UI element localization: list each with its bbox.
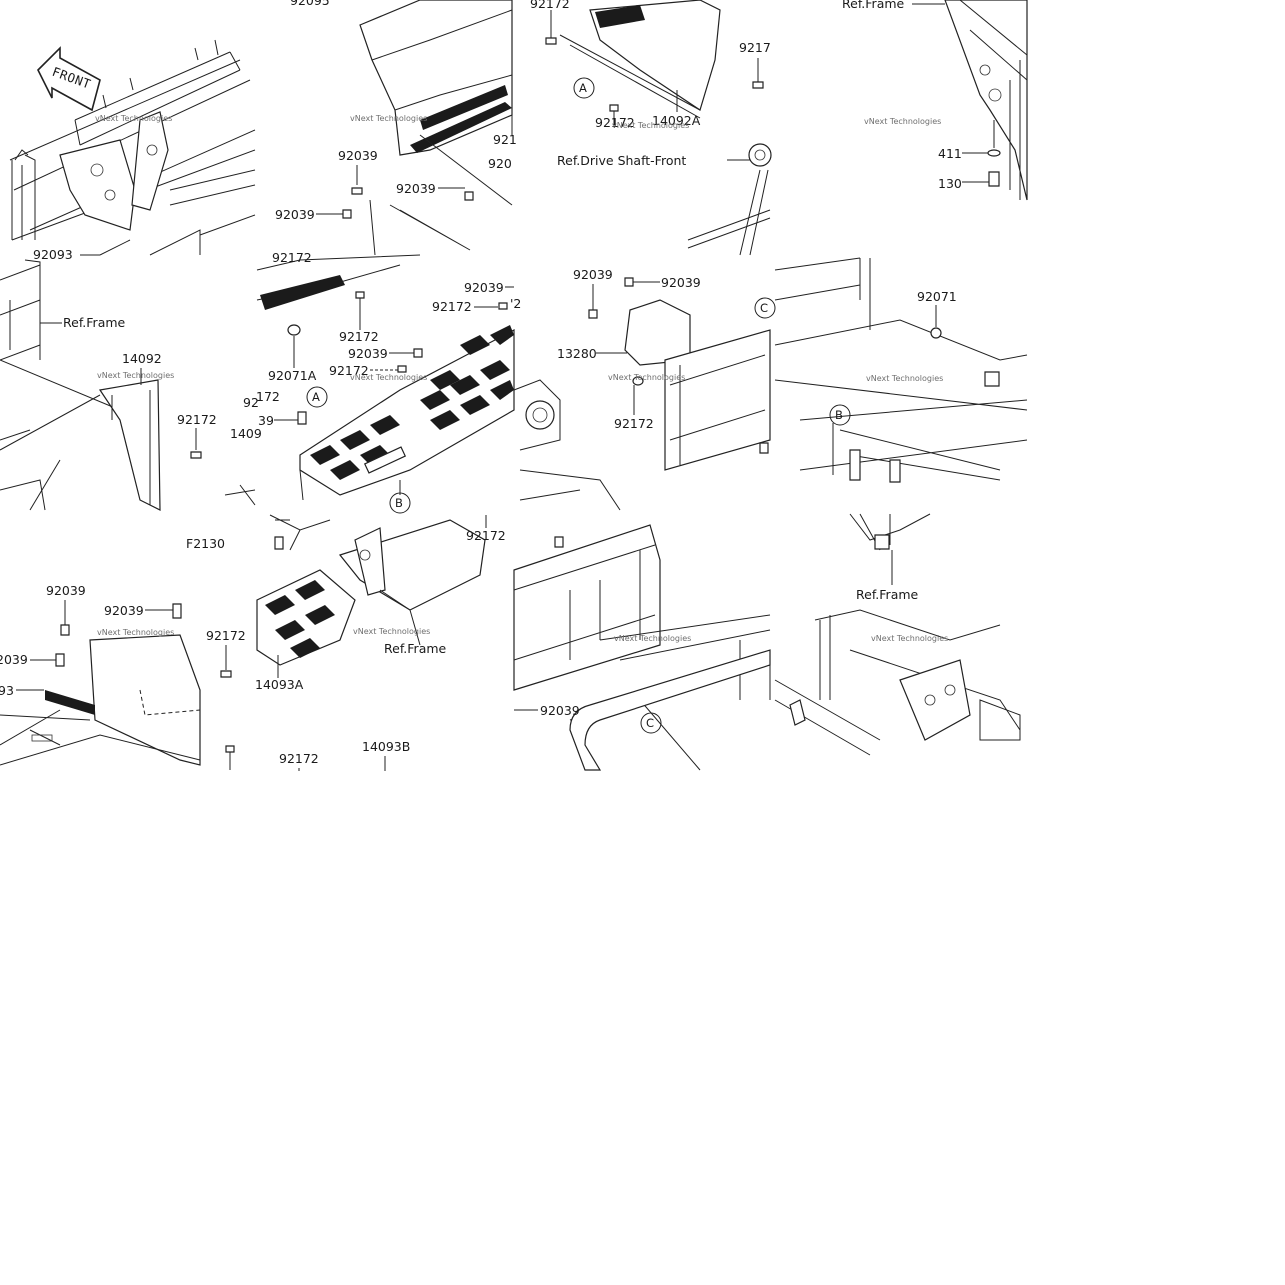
tile-frame-bolt: Ref.Frame 411 130 vNext Technologies [842,0,1028,201]
tile-side-panel: 92095 921 920 92039 92039 92039 vNext Te… [275,0,517,256]
svg-text:C: C [646,716,654,730]
tile-front-frame: FRONT 92093 vNext Technologies [9,39,256,262]
watermark: vNext Technologies [612,121,689,130]
label-92071a: 92071A [268,368,317,383]
label-92172: 92172 [530,0,570,11]
label-92172: 92172 [432,299,472,314]
label-92095-trunc: 92095 [290,0,330,8]
watermark: vNext Technologies [866,374,943,383]
watermark: vNext Technologies [614,634,691,643]
tile-rear-panel: Ref.Frame 14092 92172 vNext Technologies [0,259,256,511]
watermark: vNext Technologies [864,117,941,126]
watermark: vNext Technologies [95,114,172,123]
watermark: vNext Technologies [608,373,685,382]
tile-side-cover: F2130 92039 92039 92172 2039 93 vNext Te… [0,536,246,770]
callout-c: C [640,712,662,734]
label-92172: 92172 [329,363,369,378]
ref-frame: Ref.Frame [842,0,905,11]
watermark: vNext Technologies [353,627,430,636]
ref-frame: Ref.Frame [384,641,447,656]
label-92172: 92172 [595,115,635,130]
label-2039-trunc: 2039 [0,652,28,667]
svg-text:A: A [579,81,587,95]
front-direction-marker: FRONT [37,46,101,112]
tile-rear-rack: 92039 C vNext Technologies [513,524,771,771]
label-921-trunc: 921 [493,132,517,147]
tile-floor-mat: 92172 92172 92071A 92039 '2 92172 92039 … [230,250,521,514]
label-92039: 92039 [338,148,378,163]
label-14092a: 14092A [652,113,701,128]
label-92172: 92172 [177,412,217,427]
label-92172: 92172 [206,628,246,643]
label-92039: 92039 [348,346,388,361]
callout-b: B [829,404,851,426]
label-92093: 92093 [33,247,73,262]
label-92039: 92039 [540,703,580,718]
label-2-trunc: '2 [510,296,521,311]
label-14093b: 14093B [362,739,410,754]
label-92039: 92039 [46,583,86,598]
label-1409-trunc: 1409 [230,426,262,441]
callout-b: B [389,492,411,514]
label-920-trunc: 920 [488,156,512,171]
svg-text:B: B [835,408,843,422]
label-92039: 92039 [464,280,504,295]
svg-text:B: B [395,496,403,510]
watermark: vNext Technologies [350,114,427,123]
label-93-trunc: 93 [0,683,14,698]
label-92172: 92172 [279,751,319,766]
figure-code: F2130 [186,536,225,551]
callout-a: A [573,77,595,99]
svg-text:A: A [312,390,320,404]
tile-rear-frame: C 92071 B vNext Technologies [754,257,1028,483]
tile-bracket: 92172 Ref.Frame 14093A 14093B 92172 vNex… [255,514,506,771]
tile-frame-ref: Ref.Frame vNext Technologies [774,513,1021,756]
callout-c: C [754,297,776,319]
tile-drive-shaft: 92172 9217 A 92172 14092A Ref.Drive Shaf… [530,0,772,256]
label-92-trunc: 92 [243,395,259,410]
label-92039: 92039 [104,603,144,618]
label-9217-trunc: 9217 [739,40,771,55]
ref-frame: Ref.Frame [856,587,919,602]
label-130: 130 [938,176,962,191]
label-92172: 92172 [614,416,654,431]
label-92039: 92039 [275,207,315,222]
label-14093a: 14093A [255,677,304,692]
label-13280: 13280 [557,346,597,361]
label-411: 411 [938,146,962,161]
label-92071: 92071 [917,289,957,304]
watermark: vNext Technologies [350,373,427,382]
label-172-trunc: 172 [256,389,280,404]
ref-frame: Ref.Frame [63,315,126,330]
callout-a: A [306,386,328,408]
watermark: vNext Technologies [97,628,174,637]
label-92172: 92172 [466,528,506,543]
label-39-trunc: 39 [258,413,274,428]
label-92039: 92039 [661,275,701,290]
tile-center-panel: 92039 92039 13280 92172 vNext Technologi… [513,267,771,511]
watermark: vNext Technologies [97,371,174,380]
watermark: vNext Technologies [871,634,948,643]
label-14092: 14092 [122,351,162,366]
svg-text:C: C [760,301,768,315]
label-92039: 92039 [396,181,436,196]
ref-drive-shaft-front: Ref.Drive Shaft-Front [557,153,686,168]
label-92172: 92172 [339,329,379,344]
label-92172: 92172 [272,250,312,265]
label-92039: 92039 [573,267,613,282]
